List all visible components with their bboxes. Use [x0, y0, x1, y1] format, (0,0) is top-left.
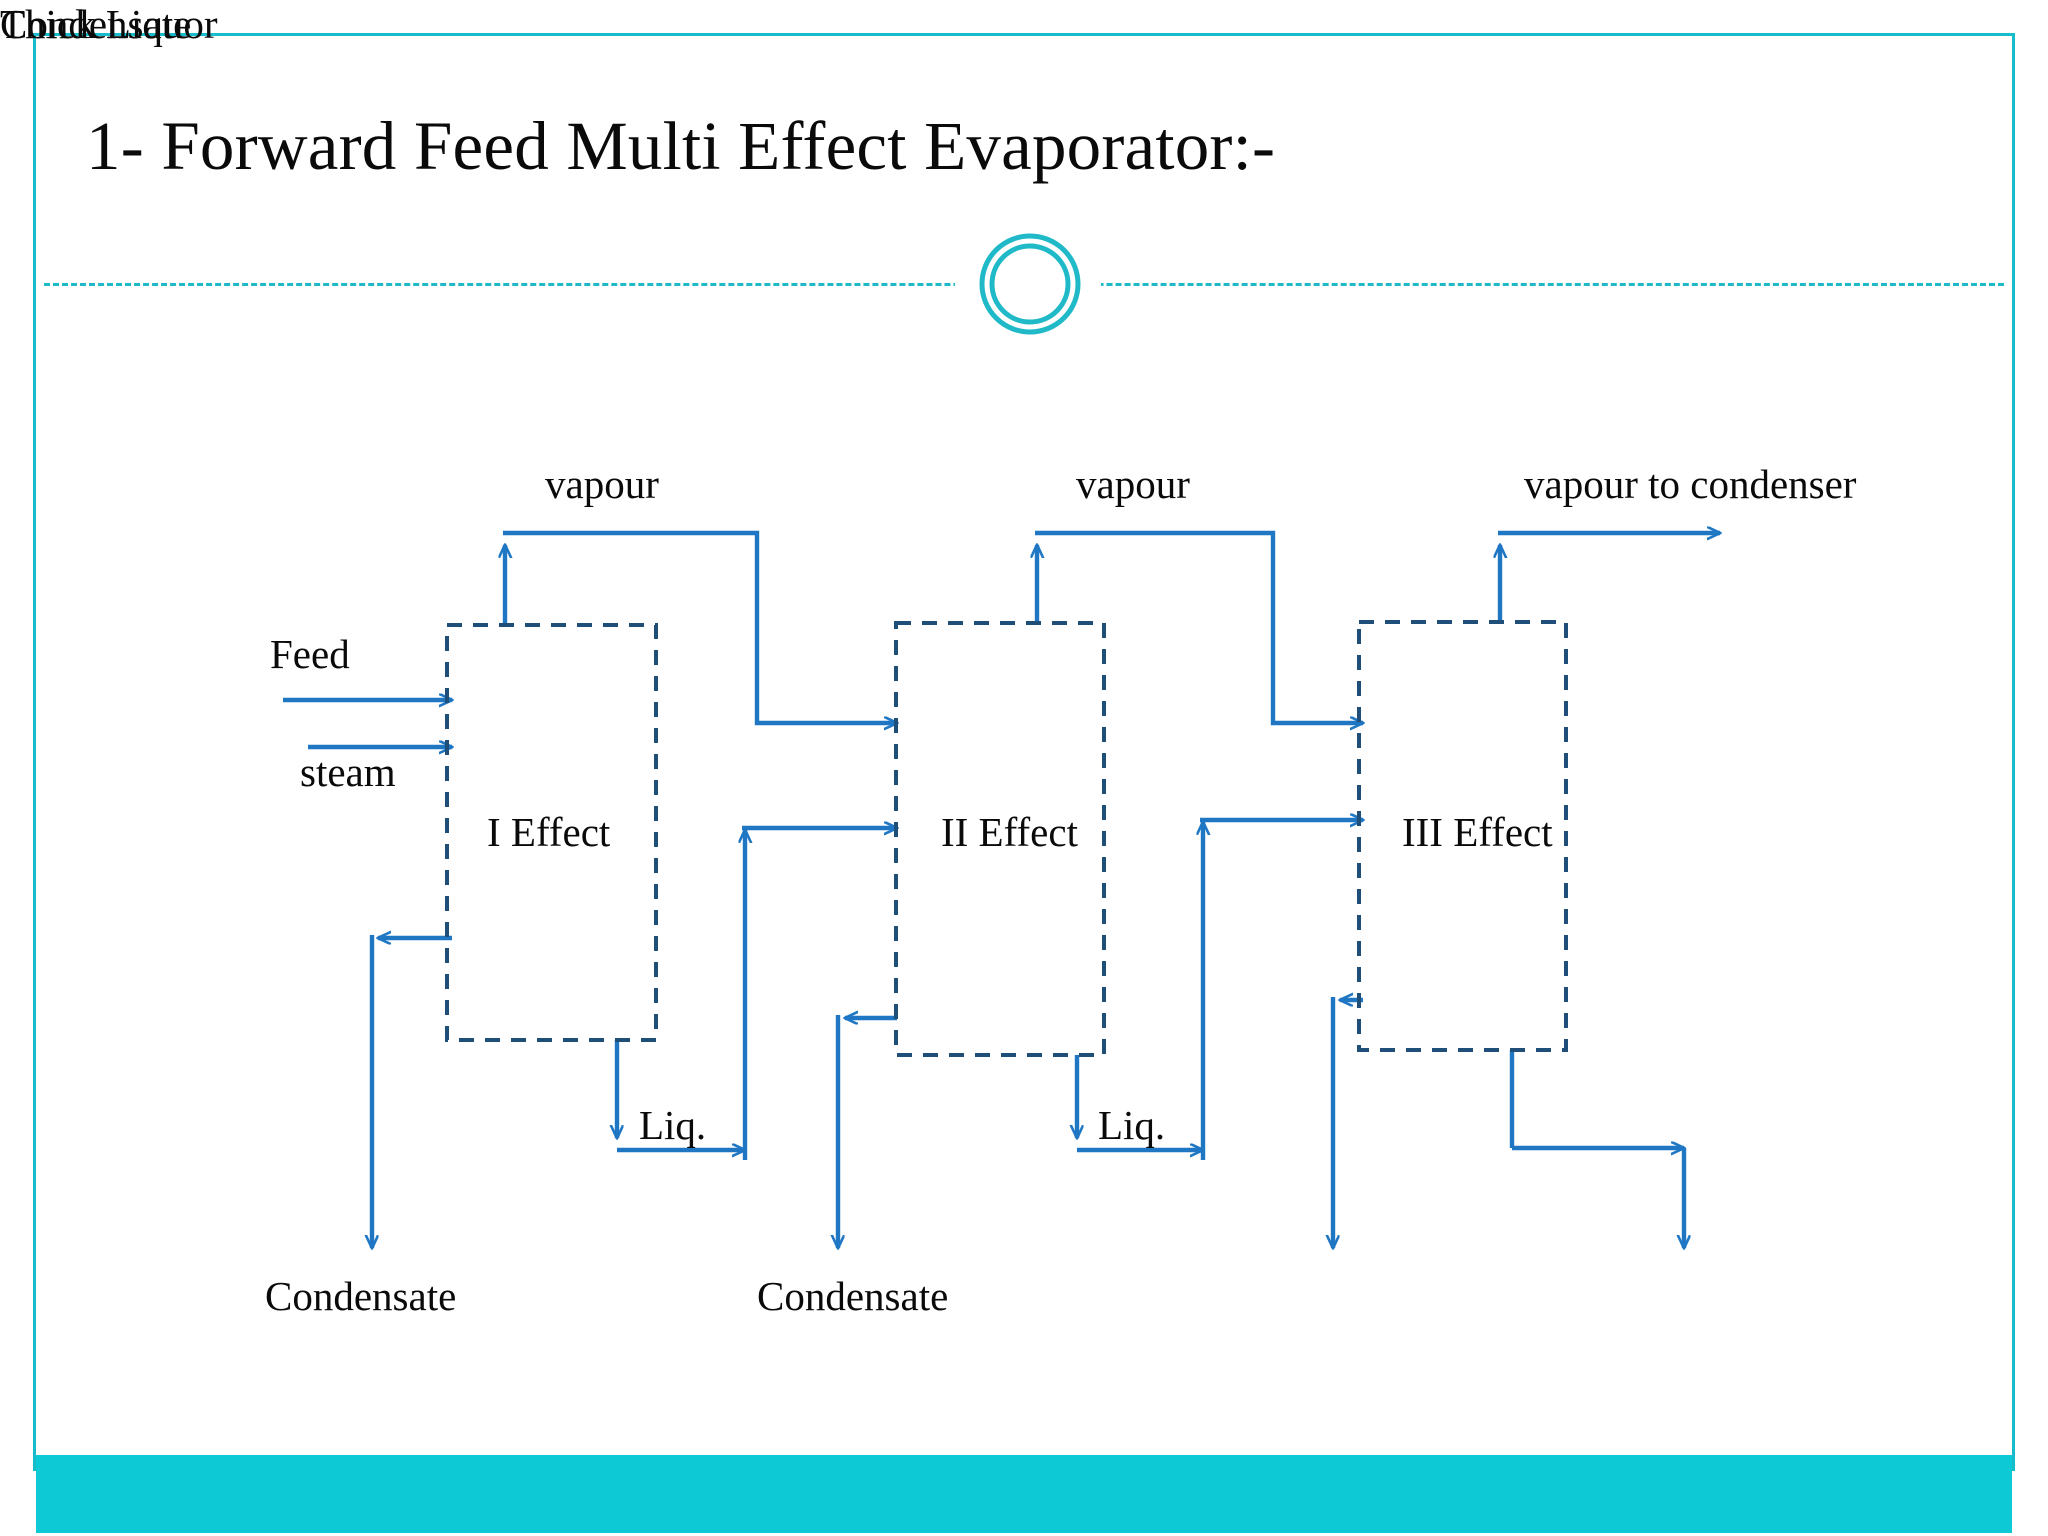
effect-1-box: [445, 623, 658, 1042]
label-condensate-3: Condensate: [0, 1, 192, 47]
stream-vapour-1-to-effect-2: [503, 530, 897, 723]
label-effect-2: II Effect: [941, 809, 1078, 855]
label-thick-liquor: Thick Liquor: [0, 1, 218, 47]
label-condensate-1: Condensate: [265, 1273, 457, 1319]
label-vapour-1: vapour: [545, 461, 659, 507]
slide-bottom-accent-bar: [36, 1455, 2012, 1533]
page-title: 1- Forward Feed Multi Effect Evaporator:…: [86, 108, 1276, 184]
label-vapour-to-condenser: vapour to condenser: [1524, 461, 1857, 507]
effect-3-box: [1357, 620, 1568, 1052]
label-vapour-2: vapour: [1076, 461, 1190, 507]
stream-vapour-2-to-effect-3: [1035, 530, 1363, 723]
label-liquor-2: Liq.: [1098, 1102, 1166, 1148]
label-effect-3: III Effect: [1402, 809, 1553, 855]
label-steam: steam: [300, 749, 396, 795]
label-feed: Feed: [270, 631, 350, 677]
label-liquor-1: Liq.: [639, 1102, 707, 1148]
effect-2-box: [894, 621, 1106, 1057]
double-ring-circle-icon: [979, 233, 1081, 335]
label-condensate-2: Condensate: [757, 1273, 949, 1319]
label-effect-1: I Effect: [487, 809, 611, 855]
